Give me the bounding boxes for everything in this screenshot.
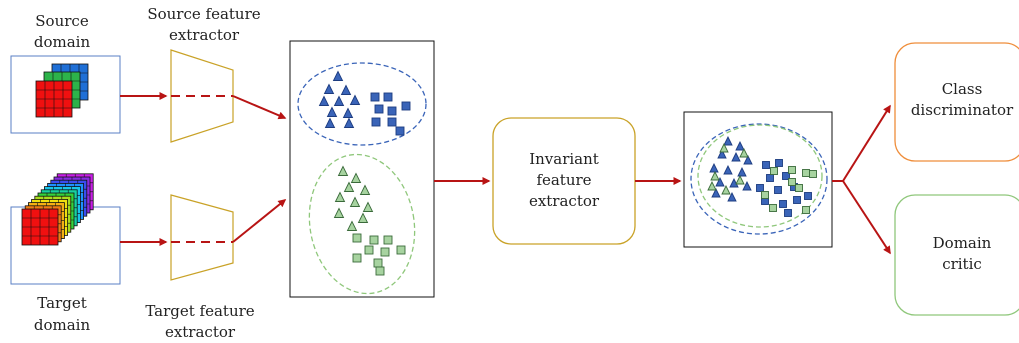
svg-text:Domain: Domain xyxy=(933,234,992,252)
source-domain-label: Source domain xyxy=(34,12,91,51)
source-distribution-ellipse xyxy=(297,62,427,146)
svg-text:extractor: extractor xyxy=(169,26,240,44)
target-extractor-trapezoid xyxy=(170,194,234,281)
svg-text:domain: domain xyxy=(34,316,91,334)
invariant-extractor-box: Invariant feature extractor xyxy=(492,117,636,245)
aligned-target-ellipse xyxy=(697,124,823,228)
source-extractor-trapezoid xyxy=(170,49,234,143)
output-arrows xyxy=(832,104,891,255)
source-input-box xyxy=(10,55,121,134)
class-discriminator-box: Class discriminator xyxy=(894,42,1019,162)
svg-text:Source: Source xyxy=(35,12,89,30)
svg-text:Target: Target xyxy=(37,294,86,312)
target-distribution-ellipse xyxy=(308,153,416,295)
source-arrows xyxy=(120,92,287,120)
aligned-feature-box xyxy=(683,111,833,248)
target-input-box xyxy=(10,173,121,285)
domain-critic-box: Domain critic xyxy=(894,194,1019,316)
svg-text:Class: Class xyxy=(942,80,983,98)
svg-text:Source feature: Source feature xyxy=(147,5,260,23)
svg-text:extractor: extractor xyxy=(165,323,236,341)
source-extractor-label: Source feature extractor xyxy=(147,5,260,44)
aligned-source-ellipse xyxy=(690,123,828,235)
target-arrows xyxy=(120,199,287,246)
svg-text:extractor: extractor xyxy=(529,192,600,210)
svg-text:critic: critic xyxy=(942,255,982,273)
svg-text:domain: domain xyxy=(34,33,91,51)
target-image-stack-icon xyxy=(21,173,94,246)
feature-space-box xyxy=(289,40,435,298)
svg-text:discriminator: discriminator xyxy=(911,101,1014,119)
target-extractor-label: Target feature extractor xyxy=(145,302,254,341)
source-image-stack-icon xyxy=(35,63,89,118)
svg-text:Invariant: Invariant xyxy=(529,150,599,168)
target-domain-label: Target domain xyxy=(34,294,91,334)
svg-text:Target feature: Target feature xyxy=(145,302,254,320)
svg-text:feature: feature xyxy=(536,171,591,189)
